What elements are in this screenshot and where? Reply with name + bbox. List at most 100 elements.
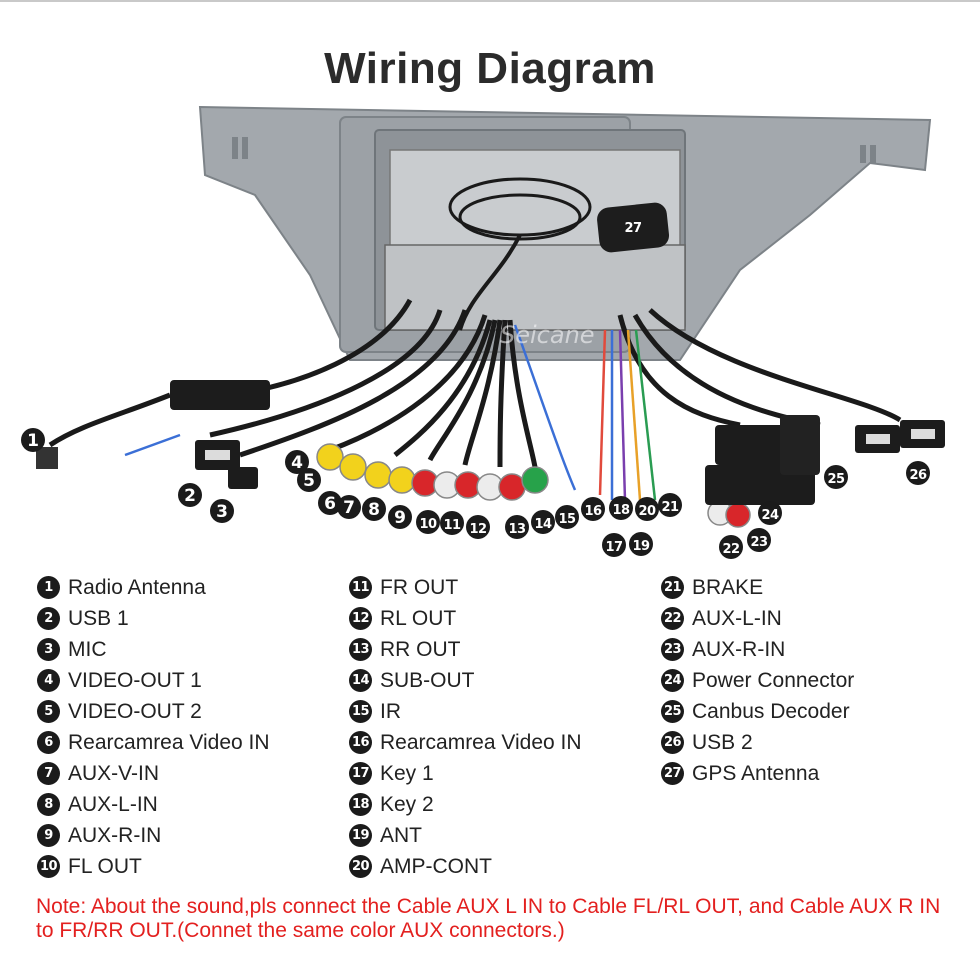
- legend-badge: 24: [661, 669, 684, 692]
- marker-9: 9: [388, 505, 412, 529]
- marker-21: 21: [658, 493, 682, 517]
- marker-3: 3: [210, 499, 234, 523]
- legend-badge: 7: [37, 762, 60, 785]
- legend-badge: 10: [37, 855, 60, 878]
- legend-badge: 15: [349, 700, 372, 723]
- canbus-decoder: [780, 415, 820, 475]
- marker-26: 26: [906, 461, 930, 485]
- legend-item-24: 24 Power Connector: [661, 665, 854, 696]
- marker-label: 23: [750, 535, 768, 550]
- legend-label: VIDEO-OUT 2: [68, 699, 202, 723]
- radio-antenna-box: [170, 380, 270, 410]
- marker-12: 12: [466, 515, 490, 539]
- marker-label: 10: [419, 517, 437, 532]
- marker-19: 19: [629, 532, 653, 556]
- top-divider: [0, 0, 980, 2]
- marker-label: 14: [534, 517, 552, 532]
- legend-label: Power Connector: [692, 668, 855, 692]
- marker-14: 14: [531, 510, 555, 534]
- legend-badge: 22: [661, 607, 684, 630]
- marker-label: 1: [27, 431, 39, 451]
- legend-badge: 4: [37, 669, 60, 692]
- marker-20: 20: [635, 497, 659, 521]
- marker-2: 2: [178, 483, 202, 507]
- legend-badge: 1: [37, 576, 60, 599]
- legend-item-7: 7 AUX-V-IN: [37, 758, 270, 789]
- marker-16: 16: [581, 497, 605, 521]
- marker-22: 22: [719, 535, 743, 559]
- legend-label: Key 2: [380, 792, 434, 816]
- marker-5: 5: [297, 468, 321, 492]
- legend-item-18: 18 Key 2: [349, 789, 582, 820]
- legend-badge: 23: [661, 638, 684, 661]
- legend-label: AUX-L-IN: [68, 792, 158, 816]
- legend-badge: 21: [661, 576, 684, 599]
- legend-label: AUX-V-IN: [68, 761, 160, 785]
- marker-label: 21: [661, 500, 679, 515]
- legend-label: Radio Antenna: [68, 575, 206, 599]
- usb2-port-b: [911, 429, 935, 439]
- marker-label: 4: [291, 453, 303, 473]
- marker-label: 7: [343, 498, 355, 518]
- legend-badge: 16: [349, 731, 372, 754]
- usb2-port-a: [866, 434, 890, 444]
- legend-label: USB 1: [68, 606, 129, 630]
- marker-4: 4: [285, 450, 309, 474]
- marker-label: 9: [394, 508, 406, 528]
- legend-badge: 18: [349, 793, 372, 816]
- radio-antenna-plug: [36, 447, 58, 469]
- legend-label: Rearcamrea Video IN: [68, 730, 270, 754]
- legend-badge: 19: [349, 824, 372, 847]
- marker-25: 25: [824, 465, 848, 489]
- marker-label: 13: [508, 522, 526, 537]
- marker-13: 13: [505, 515, 529, 539]
- sound-note: Note: About the sound,pls connect the Ca…: [36, 895, 941, 942]
- marker-10: 10: [416, 510, 440, 534]
- watermark: Seicane: [500, 321, 595, 349]
- legend-label: SUB-OUT: [380, 668, 475, 692]
- marker-6: 6: [318, 491, 342, 515]
- marker-24: 24: [758, 501, 782, 525]
- legend-badge: 26: [661, 731, 684, 754]
- marker-label: 6: [324, 494, 336, 514]
- marker-17: 17: [602, 533, 626, 557]
- marker-label: 26: [909, 468, 927, 483]
- marker-label: 5: [303, 471, 315, 491]
- legend-item-12: 12 RL OUT: [349, 603, 582, 634]
- legend-label: RR OUT: [380, 637, 461, 661]
- legend-label: IR: [380, 699, 401, 723]
- legend-label: RL OUT: [380, 606, 457, 630]
- marker-label: 2: [184, 486, 196, 506]
- marker-label: 16: [584, 504, 602, 519]
- marker-label: 18: [612, 503, 630, 518]
- marker-label: 3: [216, 502, 228, 522]
- page-title: Wiring Diagram: [324, 44, 656, 93]
- marker-label: 22: [722, 542, 739, 557]
- usb1-port: [205, 450, 230, 460]
- legend-badge: 20: [349, 855, 372, 878]
- marker-18: 18: [609, 496, 633, 520]
- legend-badge: 12: [349, 607, 372, 630]
- mic-connector: [228, 467, 258, 489]
- marker-label: 20: [638, 504, 656, 519]
